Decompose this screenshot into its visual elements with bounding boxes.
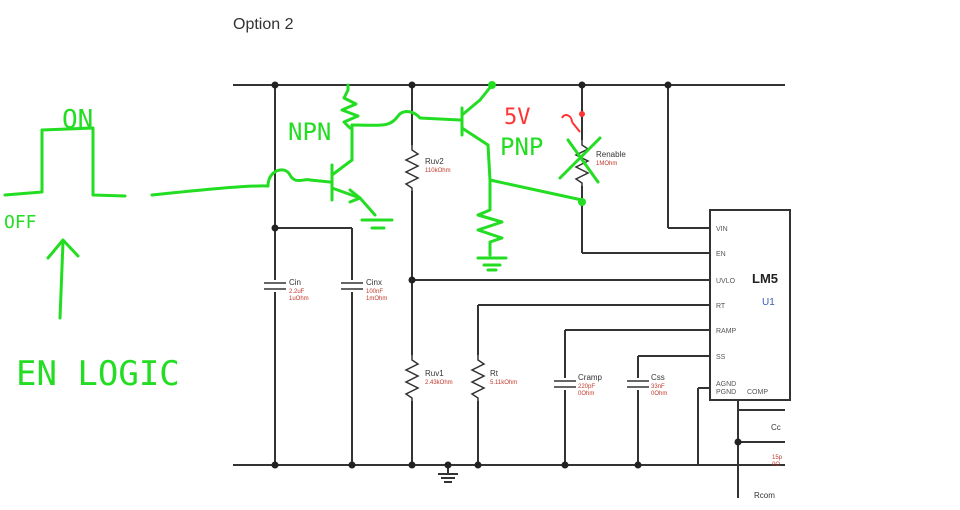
rt-value: 5.11kOhm bbox=[490, 380, 517, 386]
annotation-npn: NPN bbox=[288, 118, 331, 146]
cc-value2: 0O bbox=[772, 462, 780, 468]
annotation-5v: 5V bbox=[504, 105, 531, 130]
css-value2: 0Ohm bbox=[651, 391, 667, 397]
pin-ss: SS bbox=[716, 354, 726, 361]
cramp-name: Cramp bbox=[578, 373, 603, 382]
logic-pulse bbox=[3, 126, 127, 198]
cin-name: Cin bbox=[289, 278, 301, 287]
pin-uvlo: UVLO bbox=[716, 278, 736, 285]
cramp-value2: 0Ohm bbox=[578, 391, 594, 397]
ic-body bbox=[709, 209, 791, 401]
css-name: Css bbox=[651, 373, 665, 382]
ruv2-value: 110kOhm bbox=[425, 168, 451, 174]
annotation-pnp: PNP bbox=[500, 133, 543, 161]
renable-value: 1MOhm bbox=[596, 161, 617, 167]
page-title: Option 2 bbox=[233, 16, 294, 33]
ic-name: LM5 bbox=[752, 271, 778, 286]
pin-en: EN bbox=[716, 251, 726, 258]
pin-comp: COMP bbox=[747, 389, 768, 396]
ruv2-resistor bbox=[404, 145, 420, 191]
ruv1-name: Ruv1 bbox=[425, 369, 444, 378]
annotation-en-logic: EN LOGIC bbox=[16, 354, 180, 394]
cin-value2: 1uOhm bbox=[289, 296, 309, 302]
cc-value1: 15p bbox=[772, 455, 783, 461]
pin-pgnd: PGND bbox=[716, 389, 736, 396]
rt-resistor bbox=[470, 355, 486, 401]
rt-name: Rt bbox=[490, 369, 499, 378]
renable-name: Renable bbox=[596, 150, 626, 159]
pin-agnd: AGND bbox=[716, 381, 736, 388]
renable-resistor bbox=[574, 140, 590, 186]
cin-value1: 2.2uF bbox=[289, 289, 305, 295]
ic-block: LM5 U1 VIN EN UVLO RT RAMP SS AGND PGND … bbox=[709, 209, 791, 401]
ruv1-value: 2.43kOhm bbox=[425, 380, 453, 386]
annotation-on: ON bbox=[62, 105, 93, 135]
cinx-value1: 100nF bbox=[366, 289, 383, 295]
component-labels: Ruv2 110kOhm Ruv1 2.43kOhm Rt 5.11kOhm C… bbox=[289, 150, 783, 500]
pin-ramp: RAMP bbox=[716, 328, 737, 335]
annotation-off: OFF bbox=[4, 212, 37, 233]
rcomp-name: Rcom bbox=[754, 491, 775, 500]
en-drive-wire bbox=[150, 168, 332, 197]
capacitors bbox=[262, 280, 651, 390]
cinx-value2: 1mOhm bbox=[366, 296, 387, 302]
hand-annotations bbox=[3, 83, 602, 320]
cramp-value1: 220pF bbox=[578, 384, 595, 390]
css-value1: 33nF bbox=[651, 384, 665, 390]
ruv2-name: Ruv2 bbox=[425, 157, 444, 166]
ic-ref: U1 bbox=[762, 297, 775, 308]
pin-rt: RT bbox=[716, 303, 726, 310]
pin-vin: VIN bbox=[716, 226, 728, 233]
ruv1-resistor bbox=[404, 355, 420, 401]
junction-dots bbox=[271, 81, 742, 469]
cc-name: Cc bbox=[771, 423, 781, 432]
red-switch-sketch bbox=[561, 114, 581, 133]
cinx-name: Cinx bbox=[366, 278, 382, 287]
